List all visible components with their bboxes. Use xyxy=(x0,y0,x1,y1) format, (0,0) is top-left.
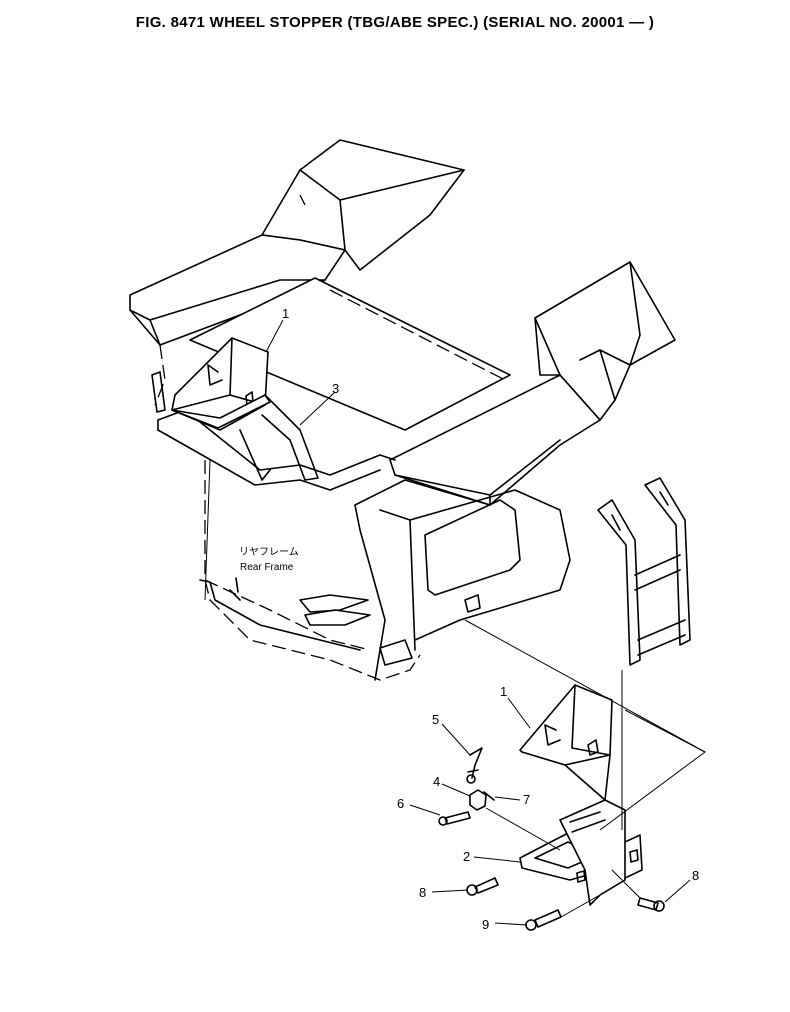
hardware-parts xyxy=(438,747,665,931)
callout-1-top: 1 xyxy=(282,306,289,321)
upper-deck-assembly xyxy=(129,139,676,506)
frame-label-english: Rear Frame xyxy=(240,562,294,573)
callout-1-bottom: 1 xyxy=(500,684,507,699)
callout-6: 6 xyxy=(397,796,404,811)
ladder-bracket xyxy=(597,477,691,666)
frame-label-japanese: リヤフレーム xyxy=(239,546,299,558)
callout-5: 5 xyxy=(432,712,439,727)
callout-2: 2 xyxy=(463,849,470,864)
callout-numbers: 1 3 1 5 4 7 6 2 8 8 9 xyxy=(282,306,699,932)
leader-lines xyxy=(204,319,706,926)
callout-9: 9 xyxy=(482,917,489,932)
callout-8-right: 8 xyxy=(692,868,699,883)
callout-3: 3 xyxy=(332,381,339,396)
wheel-stopper-mounted xyxy=(171,337,319,481)
callout-4: 4 xyxy=(433,774,440,789)
figure-title: FIG. 8471 WHEEL STOPPER (TBG/ABE SPEC.) … xyxy=(135,14,655,31)
callout-7: 7 xyxy=(523,792,530,807)
callout-8-left: 8 xyxy=(419,885,426,900)
wheel-stopper-exploded xyxy=(519,684,613,801)
mounting-bracket xyxy=(519,799,643,906)
